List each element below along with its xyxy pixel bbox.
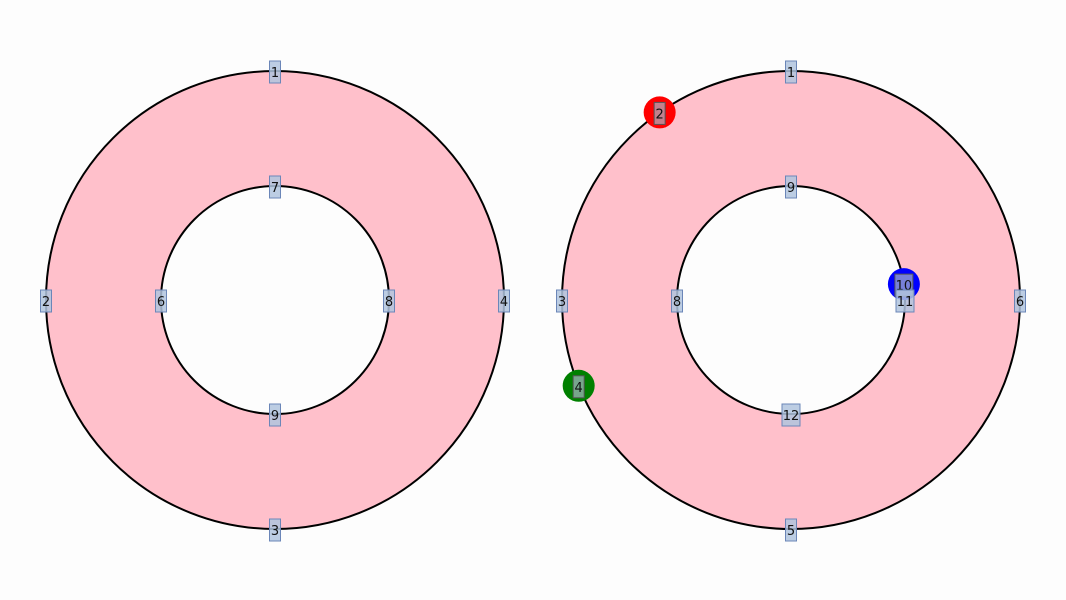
left-ring: 1 2 3 4 6 7 8 9 bbox=[40, 60, 510, 542]
node-label-box bbox=[572, 375, 585, 399]
node-label-text: 4 bbox=[500, 295, 508, 310]
node-label-text: 2 bbox=[656, 107, 664, 122]
node-label[interactable]: 6 bbox=[155, 289, 167, 313]
node-label-text: 3 bbox=[558, 295, 566, 310]
node-label[interactable]: 1 bbox=[269, 60, 281, 84]
node-label-text: 6 bbox=[157, 295, 165, 310]
node-label-text: 5 bbox=[787, 524, 795, 539]
ring-band bbox=[560, 70, 1022, 530]
node-label-text: 1 bbox=[787, 66, 795, 81]
node-label-box bbox=[653, 101, 666, 125]
node-label[interactable]: 4 bbox=[498, 289, 510, 313]
node-label-text: 2 bbox=[42, 295, 50, 310]
node-label[interactable]: 9 bbox=[269, 403, 281, 427]
node-label-text: 8 bbox=[673, 295, 681, 310]
node-label-text: 9 bbox=[271, 409, 279, 424]
node-label-text: 12 bbox=[783, 409, 800, 424]
node-label-text: 6 bbox=[1016, 295, 1024, 310]
node-label-box bbox=[671, 289, 683, 313]
node-label-box bbox=[895, 289, 915, 313]
node-label-box bbox=[383, 289, 395, 313]
node-label-box bbox=[498, 289, 510, 313]
node-label[interactable]: 3 bbox=[269, 518, 281, 542]
node-label-box bbox=[40, 289, 52, 313]
node-label-box bbox=[785, 60, 797, 84]
node-label-text: 11 bbox=[897, 295, 914, 310]
node-label-text: 1 bbox=[271, 66, 279, 81]
node-label[interactable]: 2 bbox=[40, 289, 52, 313]
node-label-text: 7 bbox=[271, 181, 279, 196]
ring-band bbox=[44, 70, 506, 530]
node-label-box bbox=[556, 289, 568, 313]
node-label-text: 4 bbox=[575, 381, 583, 396]
node-label[interactable]: 12 bbox=[781, 403, 801, 427]
node-label-box bbox=[781, 403, 801, 427]
node-label-box bbox=[785, 175, 797, 199]
node-label[interactable]: 7 bbox=[269, 175, 281, 199]
node-label-box bbox=[269, 403, 281, 427]
node-label[interactable]: 6 bbox=[1014, 289, 1026, 313]
node-label[interactable]: 2 bbox=[653, 101, 666, 125]
node-label[interactable]: 8 bbox=[383, 289, 395, 313]
node-label-text: 9 bbox=[787, 181, 795, 196]
node-label-box bbox=[269, 60, 281, 84]
node-label[interactable]: 5 bbox=[785, 518, 797, 542]
node-label[interactable]: 3 bbox=[556, 289, 568, 313]
node-label-box bbox=[155, 289, 167, 313]
node-label-text: 8 bbox=[385, 295, 393, 310]
node-label[interactable]: 11 bbox=[895, 289, 915, 313]
node-label[interactable]: 8 bbox=[671, 289, 683, 313]
node-label-box bbox=[269, 518, 281, 542]
node-label[interactable]: 1 bbox=[785, 60, 797, 84]
node-label-box bbox=[269, 175, 281, 199]
node-label-box bbox=[1014, 289, 1026, 313]
node-label-text: 3 bbox=[271, 524, 279, 539]
node-label-box bbox=[785, 518, 797, 542]
node-label[interactable]: 9 bbox=[785, 175, 797, 199]
node-label[interactable]: 4 bbox=[572, 375, 585, 399]
